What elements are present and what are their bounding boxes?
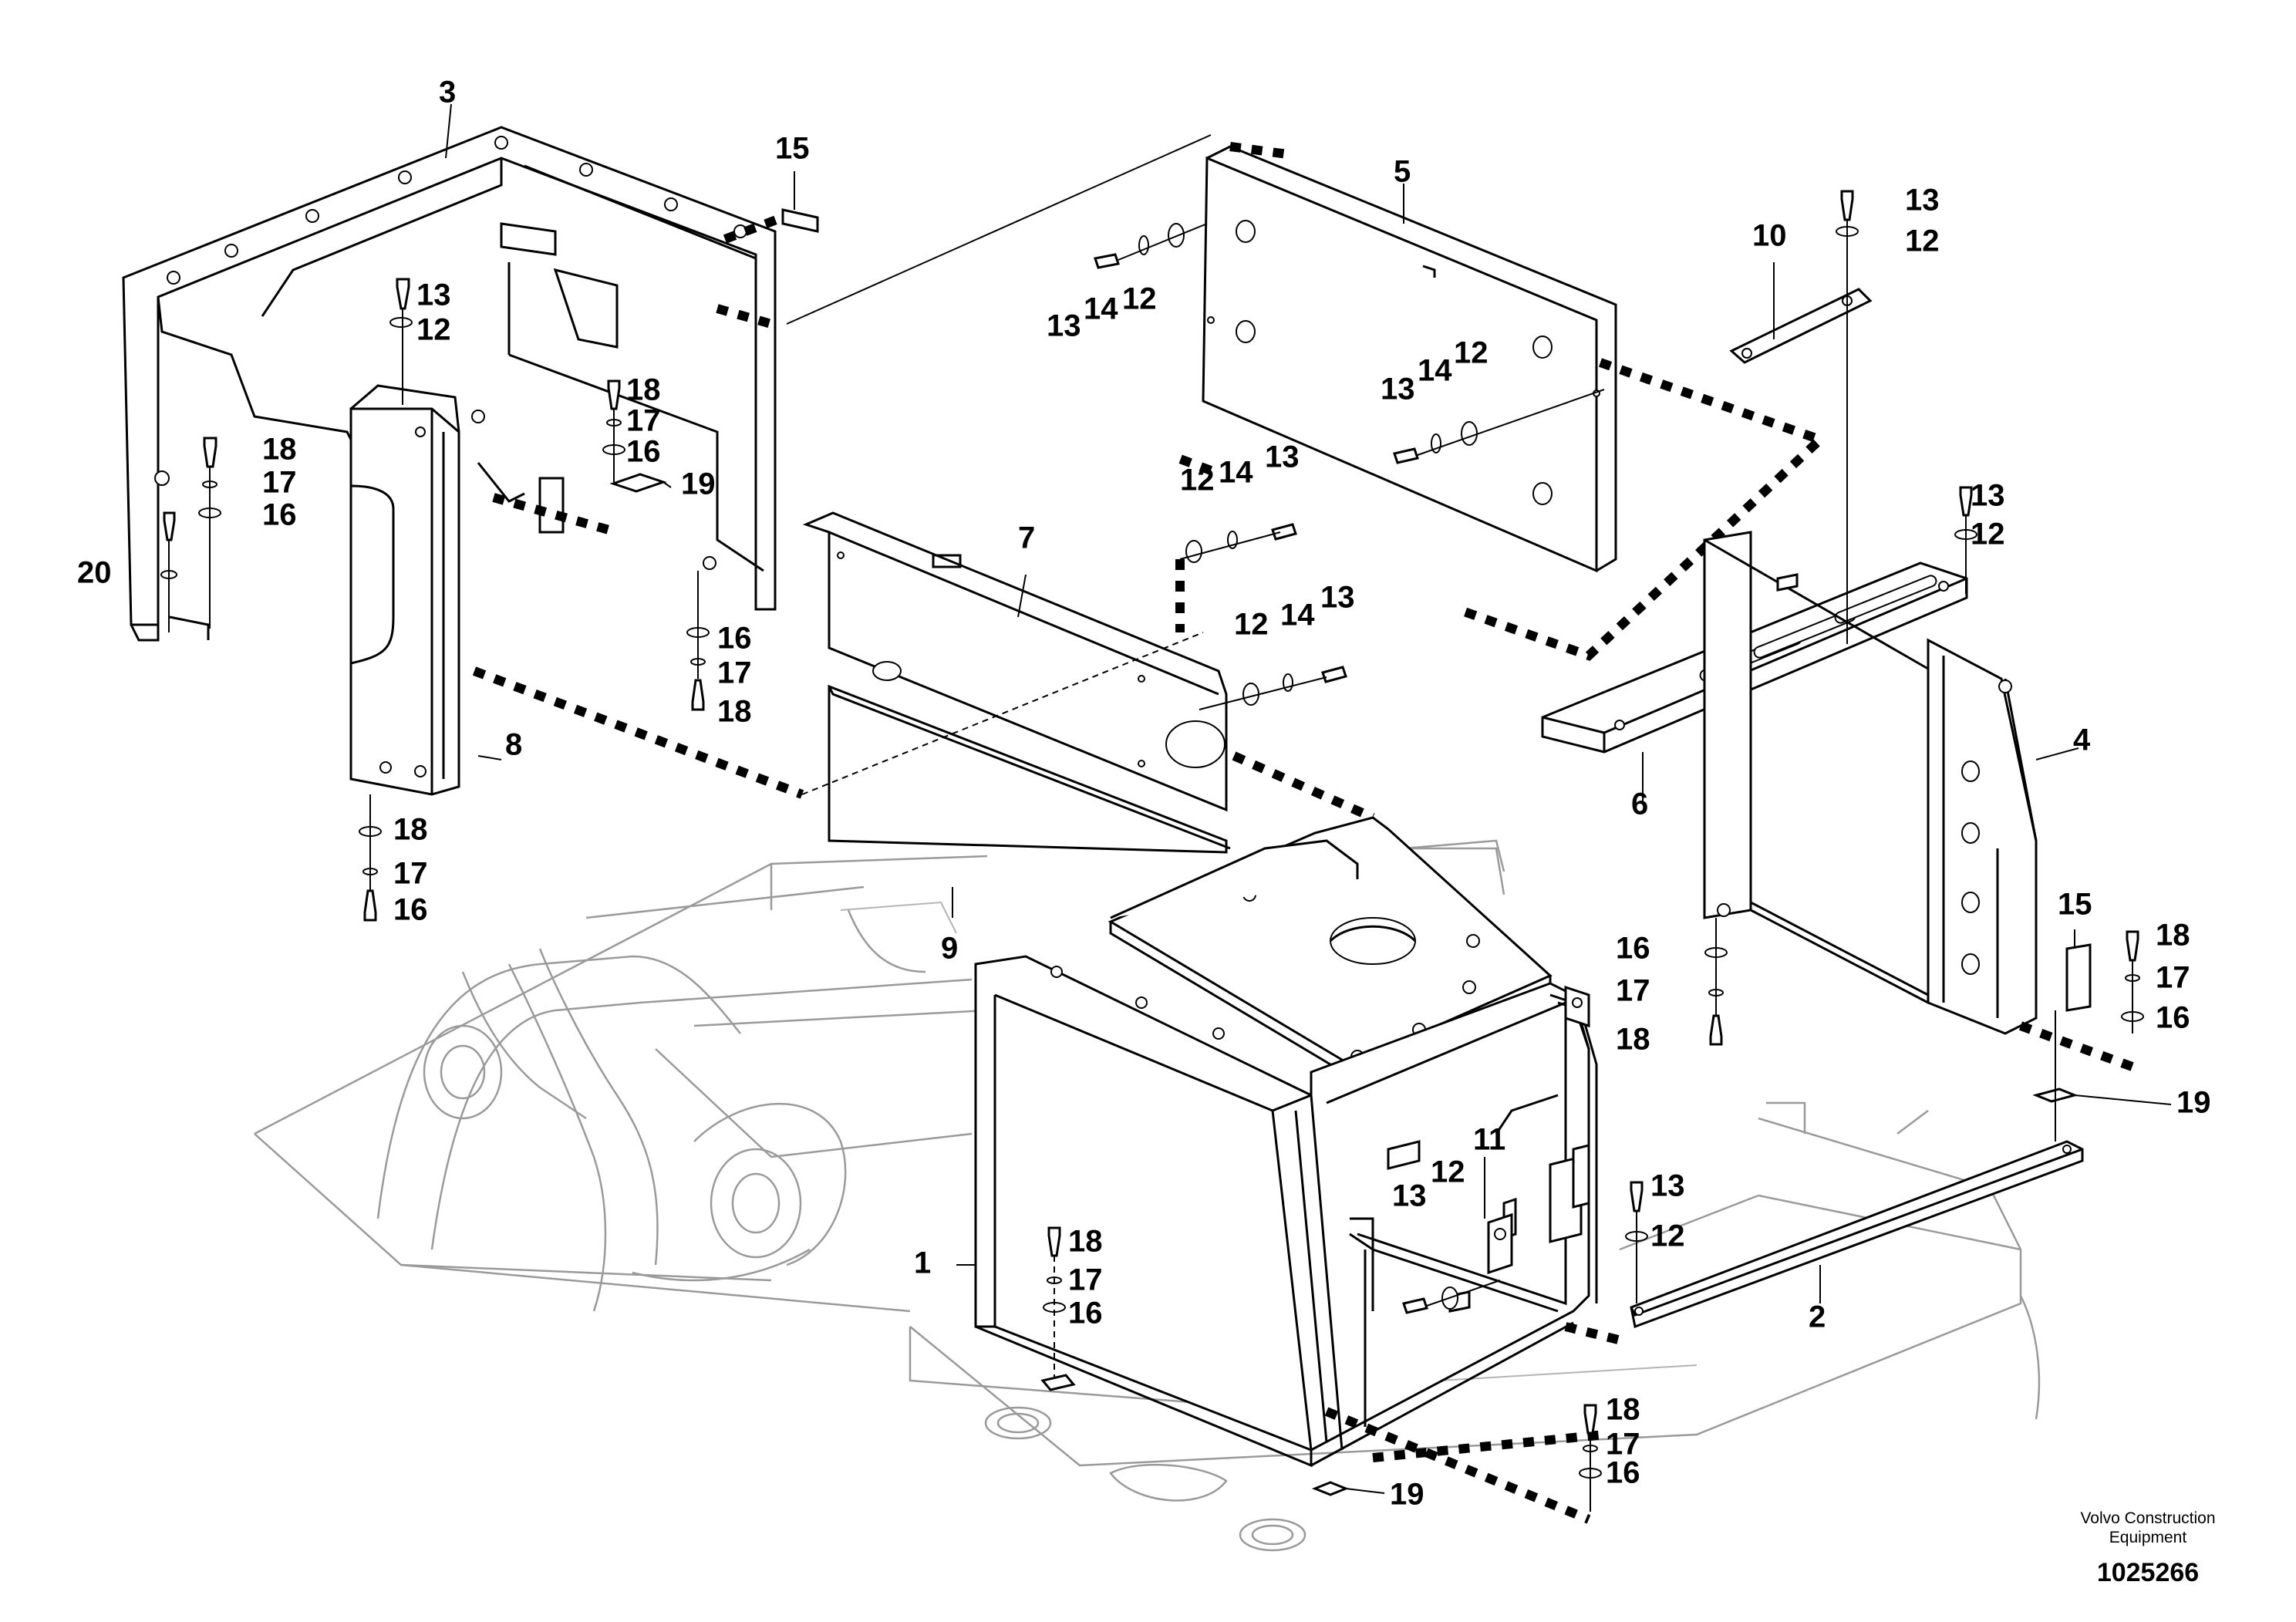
callout-12: 12 (1431, 1155, 1465, 1189)
callout-16: 16 (1068, 1297, 1103, 1330)
callout-16: 16 (1616, 932, 1650, 966)
brand-line-2: Equipment (2109, 1529, 2187, 1546)
callout-16: 16 (1606, 1456, 1640, 1490)
callout-7: 7 (1018, 521, 1035, 555)
callout-12: 12 (1650, 1219, 1685, 1253)
fastener-stacks (160, 190, 2144, 1512)
bar-part-2 (1564, 1140, 2084, 1347)
callout-17: 17 (2156, 961, 2190, 995)
callout-17: 17 (262, 466, 297, 500)
duct-part-8 (349, 384, 460, 796)
callout-12: 12 (1234, 608, 1269, 642)
frame-part-4 (1703, 531, 2139, 1073)
callout-20: 20 (77, 556, 112, 590)
support-part-6 (1541, 561, 1968, 754)
bolt-icon (396, 278, 410, 310)
callout-14: 14 (1219, 456, 1253, 490)
callout-17: 17 (1616, 974, 1650, 1008)
callout-18: 18 (2156, 919, 2190, 953)
document-number: 1025266 (2097, 1558, 2199, 1587)
callout-12: 12 (1180, 464, 1215, 497)
dashed-axis-7 (801, 632, 1204, 795)
callout-13: 13 (1650, 1169, 1685, 1203)
callout-14: 14 (1084, 292, 1118, 326)
callout-14: 14 (1280, 599, 1315, 632)
panel-part-7 (802, 511, 1228, 812)
callout-13: 13 (1905, 184, 1940, 218)
callout-9: 9 (941, 932, 958, 966)
callout-12: 12 (1122, 282, 1157, 316)
callout-18: 18 (717, 695, 752, 729)
callout-13: 13 (1320, 581, 1355, 615)
bolt-icon (607, 379, 621, 410)
callout-12: 12 (1971, 518, 2005, 551)
latch-part-11 (1487, 1212, 1513, 1275)
callout-5: 5 (1394, 155, 1411, 189)
callout-18: 18 (1616, 1023, 1650, 1057)
callout-16: 16 (717, 622, 752, 656)
callout-16: 16 (393, 893, 428, 927)
footer: Volvo Construction Equipment 1025266 (2080, 1509, 2215, 1587)
callout-17: 17 (393, 857, 428, 891)
callout-15: 15 (2058, 888, 2092, 922)
leader-lines (445, 103, 2172, 1494)
callout-16: 16 (2156, 1001, 2190, 1035)
callout-8: 8 (505, 728, 522, 762)
callout-17: 17 (1606, 1428, 1640, 1462)
callout-16: 16 (626, 435, 661, 469)
callout-17: 17 (1068, 1263, 1103, 1297)
callout-13: 13 (1265, 440, 1300, 474)
leader-line-3-5 (786, 134, 1212, 325)
brand-line-1: Volvo Construction (2080, 1509, 2215, 1527)
callout-12: 12 (416, 313, 451, 347)
hidden-line-7-right (1232, 751, 1375, 822)
callout-17: 17 (717, 656, 752, 690)
callout-13: 13 (1971, 479, 2005, 513)
callout-6: 6 (1631, 787, 1648, 821)
callout-15: 15 (775, 132, 810, 166)
callout-19: 19 (681, 467, 716, 501)
callout-18: 18 (1606, 1393, 1640, 1427)
callout-2: 2 (1809, 1300, 1826, 1334)
panel-part-5 (1178, 142, 1617, 573)
plate-part-15-right (2065, 943, 2092, 1012)
callout-14: 14 (1418, 354, 1452, 388)
callout-19: 19 (2176, 1086, 2211, 1120)
bracket-part-10 (1729, 288, 1873, 364)
callout-17: 17 (626, 404, 661, 438)
callout-18: 18 (1068, 1225, 1103, 1259)
callout-4: 4 (2073, 723, 2091, 757)
callout-18: 18 (393, 813, 428, 847)
callout-19: 19 (1390, 1478, 1424, 1512)
callout-13: 13 (416, 278, 451, 312)
hidden-line-3-5 (716, 304, 773, 329)
callout-13: 13 (1392, 1179, 1427, 1213)
callout-labels: 3 15 5 13 12 10 13 14 12 13 12 18 17 16 … (77, 76, 2211, 1512)
callout-10: 10 (1752, 219, 1787, 253)
callout-13: 13 (1381, 373, 1415, 406)
callout-18: 18 (262, 433, 297, 467)
callout-3: 3 (439, 76, 456, 110)
callout-12: 12 (1454, 336, 1489, 370)
callout-1: 1 (914, 1246, 931, 1280)
cabinet-part-1 (974, 816, 1605, 1524)
callout-16: 16 (262, 498, 297, 532)
washer-icon (389, 317, 413, 328)
callout-12: 12 (1905, 224, 1940, 258)
callout-18: 18 (626, 373, 661, 407)
panel-part-9 (828, 684, 1231, 854)
hidden-line-8-7 (472, 666, 804, 799)
callout-11: 11 (1473, 1123, 1505, 1157)
callout-13: 13 (1047, 309, 1081, 343)
plate-part-15-top (781, 208, 819, 233)
